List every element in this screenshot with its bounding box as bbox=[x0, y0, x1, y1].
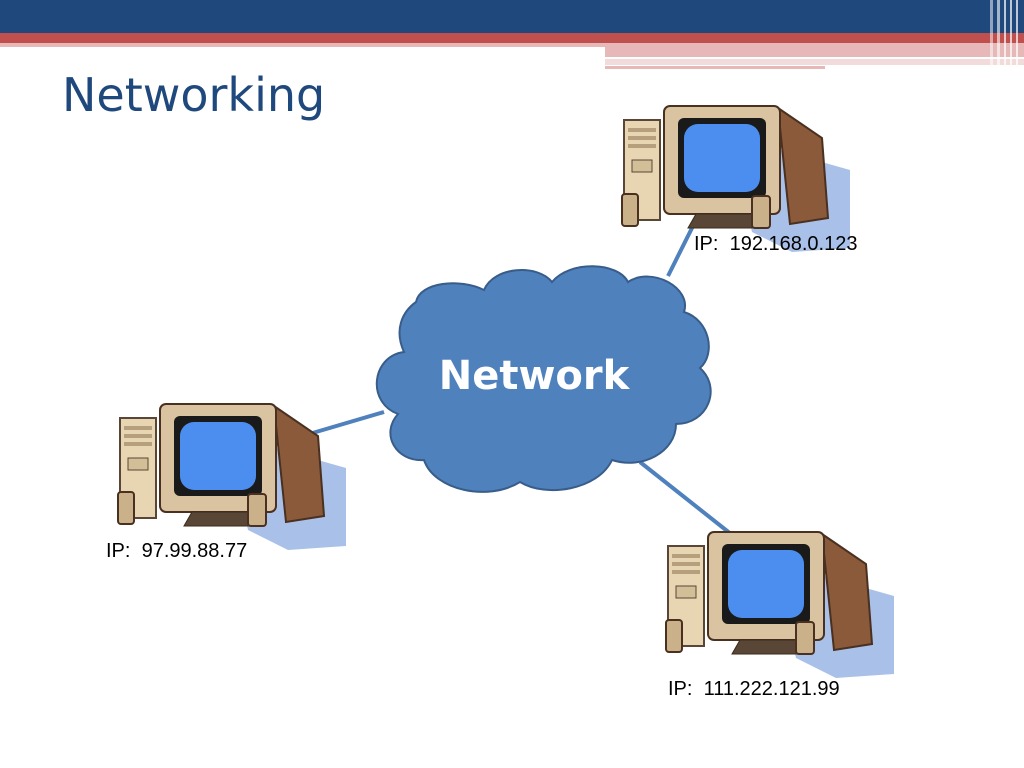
ip-label-computer-1: IP: 192.168.0.123 bbox=[694, 233, 858, 255]
header-band bbox=[0, 0, 1024, 70]
network-label: Network bbox=[438, 353, 630, 399]
computer-3 bbox=[665, 531, 895, 679]
ip-label-computer-2: IP: 97.99.88.77 bbox=[106, 540, 248, 562]
cloud-icon bbox=[375, 265, 712, 493]
computer-1 bbox=[621, 105, 851, 253]
ip-label-computer-3: IP: 111.222.121.99 bbox=[668, 678, 840, 700]
slide-title: Networking bbox=[62, 68, 326, 122]
link-computer-3 bbox=[638, 460, 738, 540]
computer-2 bbox=[117, 403, 347, 551]
